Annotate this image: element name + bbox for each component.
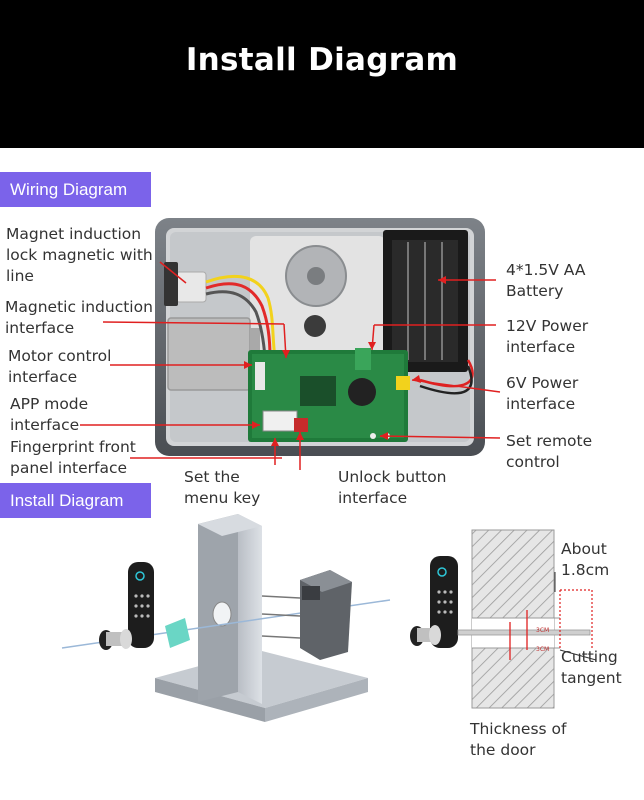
label-unlock-button: Unlock button interface <box>338 468 447 507</box>
wiring-diagram-tag: Wiring Diagram <box>0 172 151 207</box>
install-illustration <box>61 514 391 722</box>
label-motor-control: Motor control interface <box>8 347 112 386</box>
label-magnetic-interface: Magnetic induction interface <box>5 298 153 337</box>
label-battery: 4*1.5V AA Battery <box>506 261 586 300</box>
label-cutting-tangent: Cutting tangent <box>561 648 622 687</box>
label-6v-power: 6V Power interface <box>506 374 579 413</box>
page-title: Install Diagram <box>185 42 459 78</box>
header-banner: Install Diagram <box>0 0 644 148</box>
lock-internals-photo <box>155 218 485 456</box>
wiring-pointer-arrows <box>244 276 446 446</box>
cross-section-drawing <box>410 529 597 709</box>
label-door-thickness: Thickness of the door <box>470 720 567 759</box>
install-diagram-tag: Install Diagram <box>0 483 151 518</box>
label-fingerprint-panel: Fingerprint front panel interface <box>10 438 136 477</box>
label-12v-power: 12V Power interface <box>506 317 589 356</box>
label-magnet-lock: Magnet induction lock magnetic with line <box>6 225 153 285</box>
label-dimension-2: 3CM <box>536 646 550 653</box>
label-menu-key: Set the menu key <box>184 468 261 507</box>
label-about-length: About 1.8cm <box>561 540 610 579</box>
label-remote-control: Set remote control <box>506 432 593 471</box>
label-app-mode: APP mode interface <box>10 395 89 434</box>
label-dimension-1: 3CM <box>536 627 550 634</box>
